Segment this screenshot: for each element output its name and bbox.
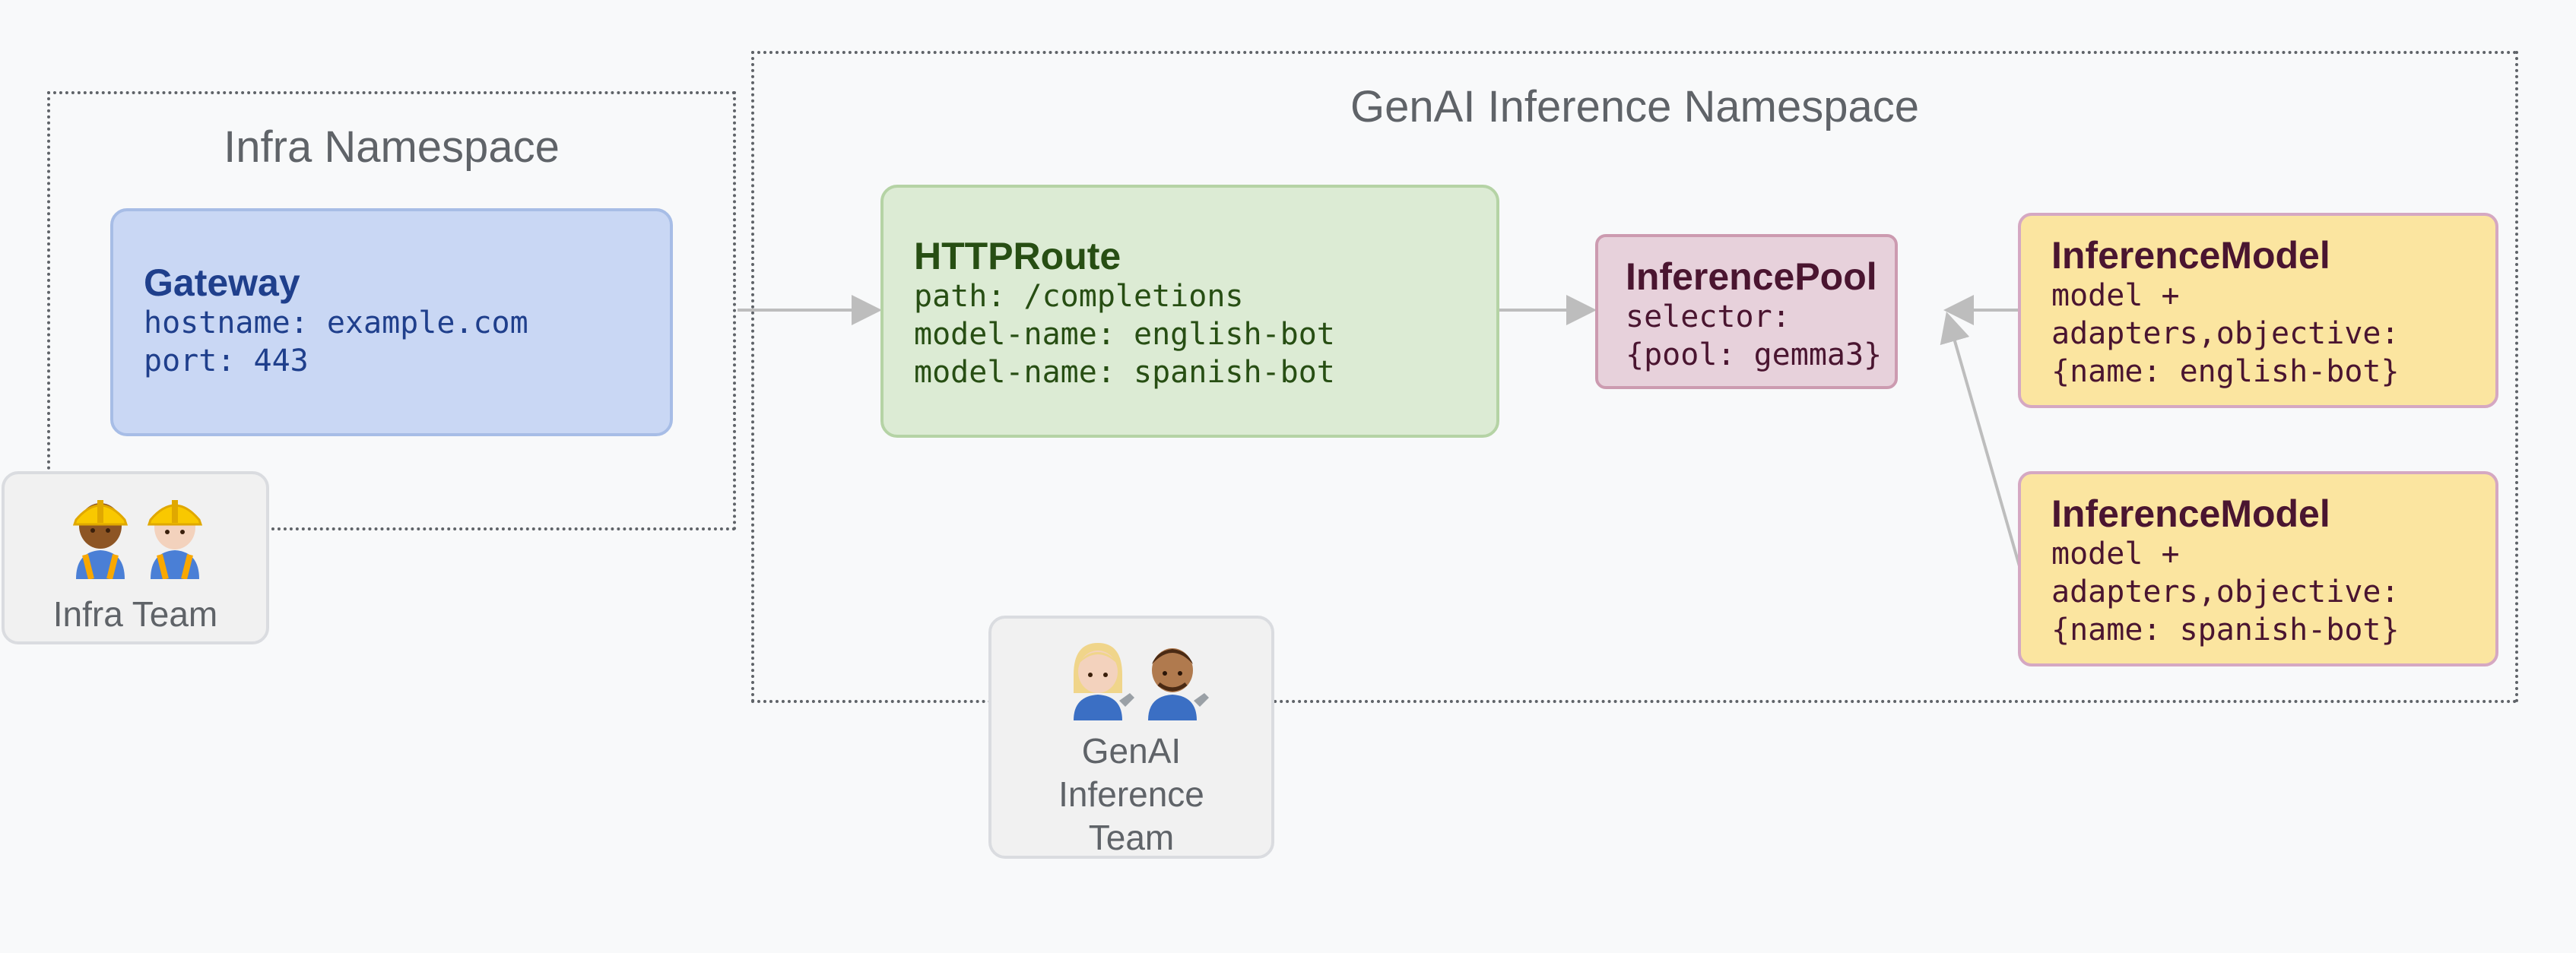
inference-pool-selector: selector:	[1626, 299, 1791, 334]
inference-model-spanish-title: InferenceModel	[2051, 492, 2330, 535]
inference-model-spanish-line-1: model +	[2051, 537, 2180, 571]
gateway-box[interactable]: Gateway hostname: example.com port: 443	[110, 208, 673, 436]
genai-namespace-title: GenAI Inference Namespace	[1350, 82, 1919, 131]
inference-pool-box[interactable]: InferencePool selector: {pool: gemma3}	[1595, 234, 1898, 389]
arrow-spanish-model-to-pool	[1940, 312, 2021, 567]
construction-worker-man-icon	[147, 500, 203, 579]
inference-model-spanish-line-2: adapters,objective:	[2051, 575, 2400, 609]
mechanic-man-icon	[1148, 648, 1209, 720]
httproute-path: path: /completions	[914, 279, 1244, 314]
inference-model-english-line-3: {name: english-bot}	[2051, 354, 2400, 389]
mechanic-woman-icon	[1074, 643, 1134, 720]
infra-team-label: Infra Team	[52, 594, 218, 634]
inference-model-english-title: InferenceModel	[2051, 234, 2330, 277]
gateway-title: Gateway	[144, 261, 300, 304]
gateway-port: port: 443	[144, 344, 309, 378]
inference-pool-title: InferencePool	[1626, 255, 1877, 298]
inference-pool-selector-value: {pool: gemma3}	[1626, 337, 1883, 372]
genai-team-label-line-2: Inference	[1058, 774, 1204, 814]
genai-team-card: GenAI Inference Team	[988, 616, 1274, 859]
httproute-box[interactable]: HTTPRoute path: /completions model-name:…	[880, 185, 1499, 438]
infra-team-icons	[72, 500, 203, 579]
genai-namespace: GenAI Inference Namespace	[751, 51, 2518, 703]
inference-model-english-box[interactable]: InferenceModel model + adapters,objectiv…	[2018, 213, 2498, 408]
inference-model-english-line-2: adapters,objective:	[2051, 316, 2400, 351]
gateway-hostname: hostname: example.com	[144, 306, 528, 340]
genai-team-label-line-3: Team	[1088, 818, 1175, 857]
httproute-model-spanish: model-name: spanish-bot	[914, 355, 1335, 390]
httproute-model-english: model-name: english-bot	[914, 317, 1335, 352]
inference-model-spanish-line-3: {name: spanish-bot}	[2051, 613, 2400, 647]
inference-model-spanish-box[interactable]: InferenceModel model + adapters,objectiv…	[2018, 471, 2498, 666]
construction-worker-woman-icon	[72, 500, 128, 579]
infra-team-card: Infra Team	[2, 471, 269, 644]
genai-team-icons	[1074, 643, 1209, 720]
infra-namespace-title: Infra Namespace	[224, 122, 560, 172]
inference-model-english-line-1: model +	[2051, 278, 2180, 313]
genai-team-label-line-1: GenAI	[1081, 731, 1182, 771]
infra-namespace: Infra Namespace	[47, 91, 736, 530]
httproute-title: HTTPRoute	[914, 235, 1121, 277]
